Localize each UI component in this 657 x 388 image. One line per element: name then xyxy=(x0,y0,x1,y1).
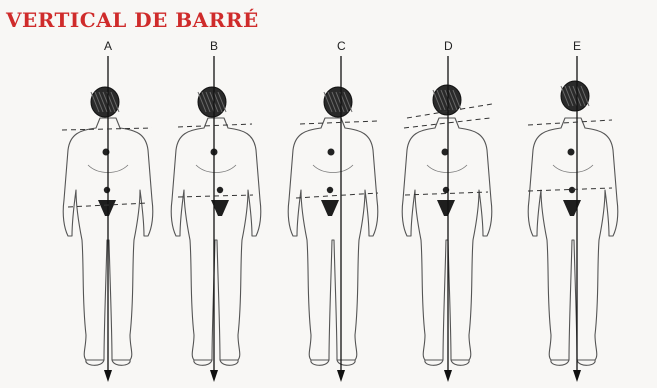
plumb-arrow xyxy=(337,370,345,382)
figure-label: D xyxy=(444,39,453,53)
reference-line xyxy=(300,121,378,124)
reference-line xyxy=(62,128,152,130)
figure-label: C xyxy=(337,39,346,53)
plumb-arrow xyxy=(210,370,218,382)
reference-line xyxy=(404,118,490,128)
plumb-arrow xyxy=(444,370,452,382)
sacrum-marker xyxy=(563,200,581,216)
posture-figure-a: A xyxy=(62,39,153,382)
back-contour xyxy=(313,165,353,173)
figure-label: A xyxy=(104,39,112,53)
plumb-arrow xyxy=(573,370,581,382)
posture-figure-e: E xyxy=(528,39,618,382)
feet xyxy=(551,360,595,365)
back-contour xyxy=(553,165,593,173)
reference-line xyxy=(528,120,612,125)
pelvis-marker xyxy=(327,187,333,193)
scapula-marker xyxy=(568,149,575,156)
figure-label: B xyxy=(210,39,218,53)
reference-line xyxy=(178,124,252,127)
feet xyxy=(425,360,469,365)
sacrum-marker xyxy=(437,200,455,216)
back-contour xyxy=(427,165,467,173)
feet xyxy=(194,360,238,365)
plumb-arrow xyxy=(104,370,112,382)
pelvis-marker xyxy=(217,187,223,193)
pelvis-marker xyxy=(104,187,110,193)
back-contour xyxy=(196,165,236,173)
posture-figure-b: B xyxy=(171,39,261,382)
pelvis-marker xyxy=(569,187,575,193)
feet xyxy=(311,360,355,365)
reference-line xyxy=(178,195,253,197)
sacrum-marker xyxy=(321,200,339,216)
sacrum-marker xyxy=(98,200,116,216)
scapula-marker xyxy=(328,149,335,156)
posture-figure-d: D xyxy=(402,39,492,382)
figure-label: E xyxy=(573,39,581,53)
posture-figure-c: C xyxy=(288,39,378,382)
